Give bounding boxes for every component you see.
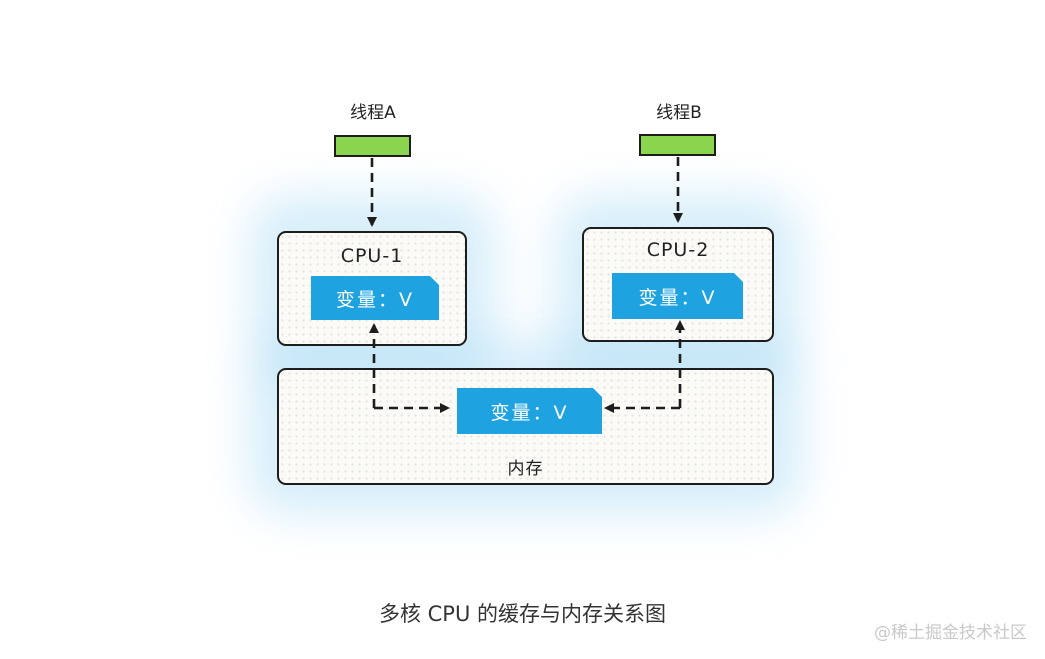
- memory-box: 变量：V 内存: [277, 368, 774, 485]
- figure-caption: 多核 CPU 的缓存与内存关系图: [378, 602, 667, 626]
- cpu-2-box: CPU-2 变量：V: [582, 227, 774, 342]
- thread-a-label: 线程A: [350, 103, 396, 123]
- cpu-2-variable-tag: 变量：V: [612, 273, 743, 319]
- memory-label: 内存: [507, 459, 544, 479]
- cpu-1-title: CPU-1: [340, 245, 404, 267]
- cpu-1-variable-tag: 变量：V: [311, 276, 439, 320]
- thread-b-label: 线程B: [656, 103, 702, 123]
- cpu-2-title: CPU-2: [646, 239, 710, 261]
- thread-b-bar: [639, 134, 716, 156]
- thread-a-bar: [334, 135, 411, 157]
- memory-variable-tag: 变量：V: [457, 388, 602, 434]
- watermark: @稀土掘金技术社区: [874, 623, 1027, 643]
